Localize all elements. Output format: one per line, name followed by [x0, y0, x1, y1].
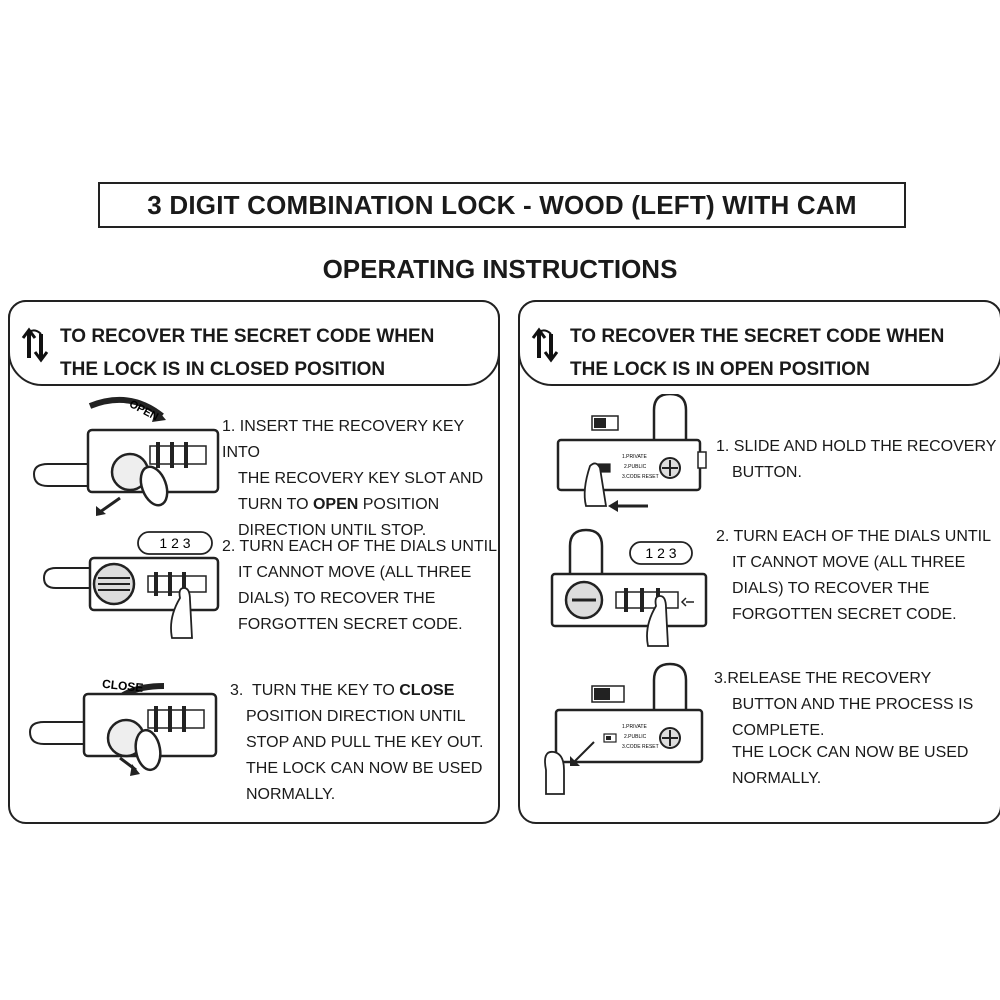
closed-position-panel: TO RECOVER THE SECRET CODE WHEN THE LOCK… [8, 300, 500, 824]
step-number: 2. [222, 538, 236, 555]
step-number: 3. [230, 682, 244, 699]
code-badge: 1 2 3 [645, 545, 676, 561]
step-bold-text: CLOSE [399, 682, 455, 699]
step-text: STOP AND PULL THE KEY OUT. [246, 734, 484, 751]
closed-heading-line2: THE LOCK IS IN CLOSED POSITION [60, 359, 386, 380]
closed-heading-line1: TO RECOVER THE SECRET CODE WHEN [60, 326, 435, 347]
rotate-arrows-icon [21, 327, 49, 363]
label-private: 1.PRIVATE [622, 724, 647, 730]
open-step-3: 3.RELEASE THE RECOVERY BUTTON AND THE PR… [714, 666, 973, 792]
step-text: THE RECOVERY KEY SLOT AND [238, 470, 484, 487]
step-text: NORMALLY. [246, 786, 336, 803]
step-text: NORMALLY. [732, 770, 822, 787]
illustration-release-button: 1.PRIVATE 2.PUBLIC 3.CODE RESET [544, 662, 704, 795]
step-text: FORGOTTEN SECRET CODE. [238, 616, 463, 633]
illustration-turn-dials: 1 2 3 [42, 531, 220, 639]
illustration-slide-button: 1.PRIVATE 2.PUBLIC 3.CODE RESET [556, 394, 707, 512]
step-number: 2. [716, 528, 730, 545]
label-public: 2.PUBLIC [624, 464, 647, 470]
close-label: CLOSE [101, 677, 144, 695]
step-text: THE LOCK CAN NOW BE USED [246, 760, 483, 777]
closed-step-3: 3. TURN THE KEY TO CLOSE POSITION DIRECT… [230, 678, 483, 808]
label-private: 1.PRIVATE [622, 454, 647, 460]
step-text: FORGOTTEN SECRET CODE. [732, 606, 957, 623]
open-step-1: 1. SLIDE AND HOLD THE RECOVERY BUTTON. [716, 434, 996, 486]
label-reset: 3.CODE RESET [622, 474, 659, 480]
illustration-insert-key: OPEN [32, 397, 220, 516]
step-text: DIALS) TO RECOVER THE [238, 590, 436, 607]
open-panel-header: TO RECOVER THE SECRET CODE WHEN THE LOCK… [518, 300, 1000, 386]
step-text: TURN EACH OF THE DIALS UNTIL [239, 538, 498, 555]
step-text: THE LOCK CAN NOW BE USED [732, 744, 969, 761]
step-text: BUTTON AND THE PROCESS IS [732, 696, 974, 713]
document-subtitle: OPERATING INSTRUCTIONS [322, 254, 678, 284]
open-heading-line1: TO RECOVER THE SECRET CODE WHEN [570, 326, 945, 347]
step-text: BUTTON. [732, 464, 802, 481]
step-number: 3. [714, 670, 728, 687]
step-text: COMPLETE. [732, 722, 825, 739]
label-public: 2.PUBLIC [624, 734, 647, 740]
step-text: RELEASE THE RECOVERY [727, 670, 932, 687]
step-text: DIRECTION UNTIL STOP. [238, 522, 427, 539]
step-text: INSERT THE RECOVERY KEY INTO [222, 418, 464, 461]
step-text: IT CANNOT MOVE (ALL THREE [732, 554, 966, 571]
step-text: SLIDE AND HOLD THE RECOVERY [733, 438, 997, 455]
step-text: TURN EACH OF THE DIALS UNTIL [733, 528, 992, 545]
code-badge: 1 2 3 [159, 535, 190, 551]
closed-step-2: 2. TURN EACH OF THE DIALS UNTIL IT CANNO… [222, 534, 497, 638]
step-text: TURN TO [238, 496, 313, 513]
closed-panel-header: TO RECOVER THE SECRET CODE WHEN THE LOCK… [8, 300, 500, 386]
closed-step-1: 1. INSERT THE RECOVERY KEY INTO THE RECO… [222, 414, 498, 544]
step-text: POSITION DIRECTION UNTIL [246, 708, 466, 725]
document-title: 3 DIGIT COMBINATION LOCK - WOOD (LEFT) W… [98, 182, 906, 228]
step-text: DIALS) TO RECOVER THE [732, 580, 930, 597]
step-bold-text: OPEN [312, 496, 359, 513]
document-title-text: 3 DIGIT COMBINATION LOCK - WOOD (LEFT) W… [147, 189, 857, 220]
label-reset: 3.CODE RESET [622, 744, 659, 750]
illustration-turn-dials-open: 1 2 3 [550, 528, 708, 647]
open-position-panel: TO RECOVER THE SECRET CODE WHEN THE LOCK… [518, 300, 1000, 824]
step-text: POSITION [358, 496, 440, 513]
step-number: 1. [716, 438, 730, 455]
step-text: TURN THE KEY TO [251, 682, 400, 699]
open-heading-line2: THE LOCK IS IN OPEN POSITION [570, 359, 870, 380]
step-number: 1. [222, 418, 236, 435]
open-step-2: 2. TURN EACH OF THE DIALS UNTIL IT CANNO… [716, 524, 991, 628]
rotate-arrows-icon [531, 327, 559, 363]
illustration-close-key: CLOSE [28, 677, 218, 776]
closed-panel-heading: TO RECOVER THE SECRET CODE WHEN THE LOCK… [60, 320, 434, 386]
step-text: IT CANNOT MOVE (ALL THREE [238, 564, 472, 581]
open-panel-heading: TO RECOVER THE SECRET CODE WHEN THE LOCK… [570, 320, 944, 386]
